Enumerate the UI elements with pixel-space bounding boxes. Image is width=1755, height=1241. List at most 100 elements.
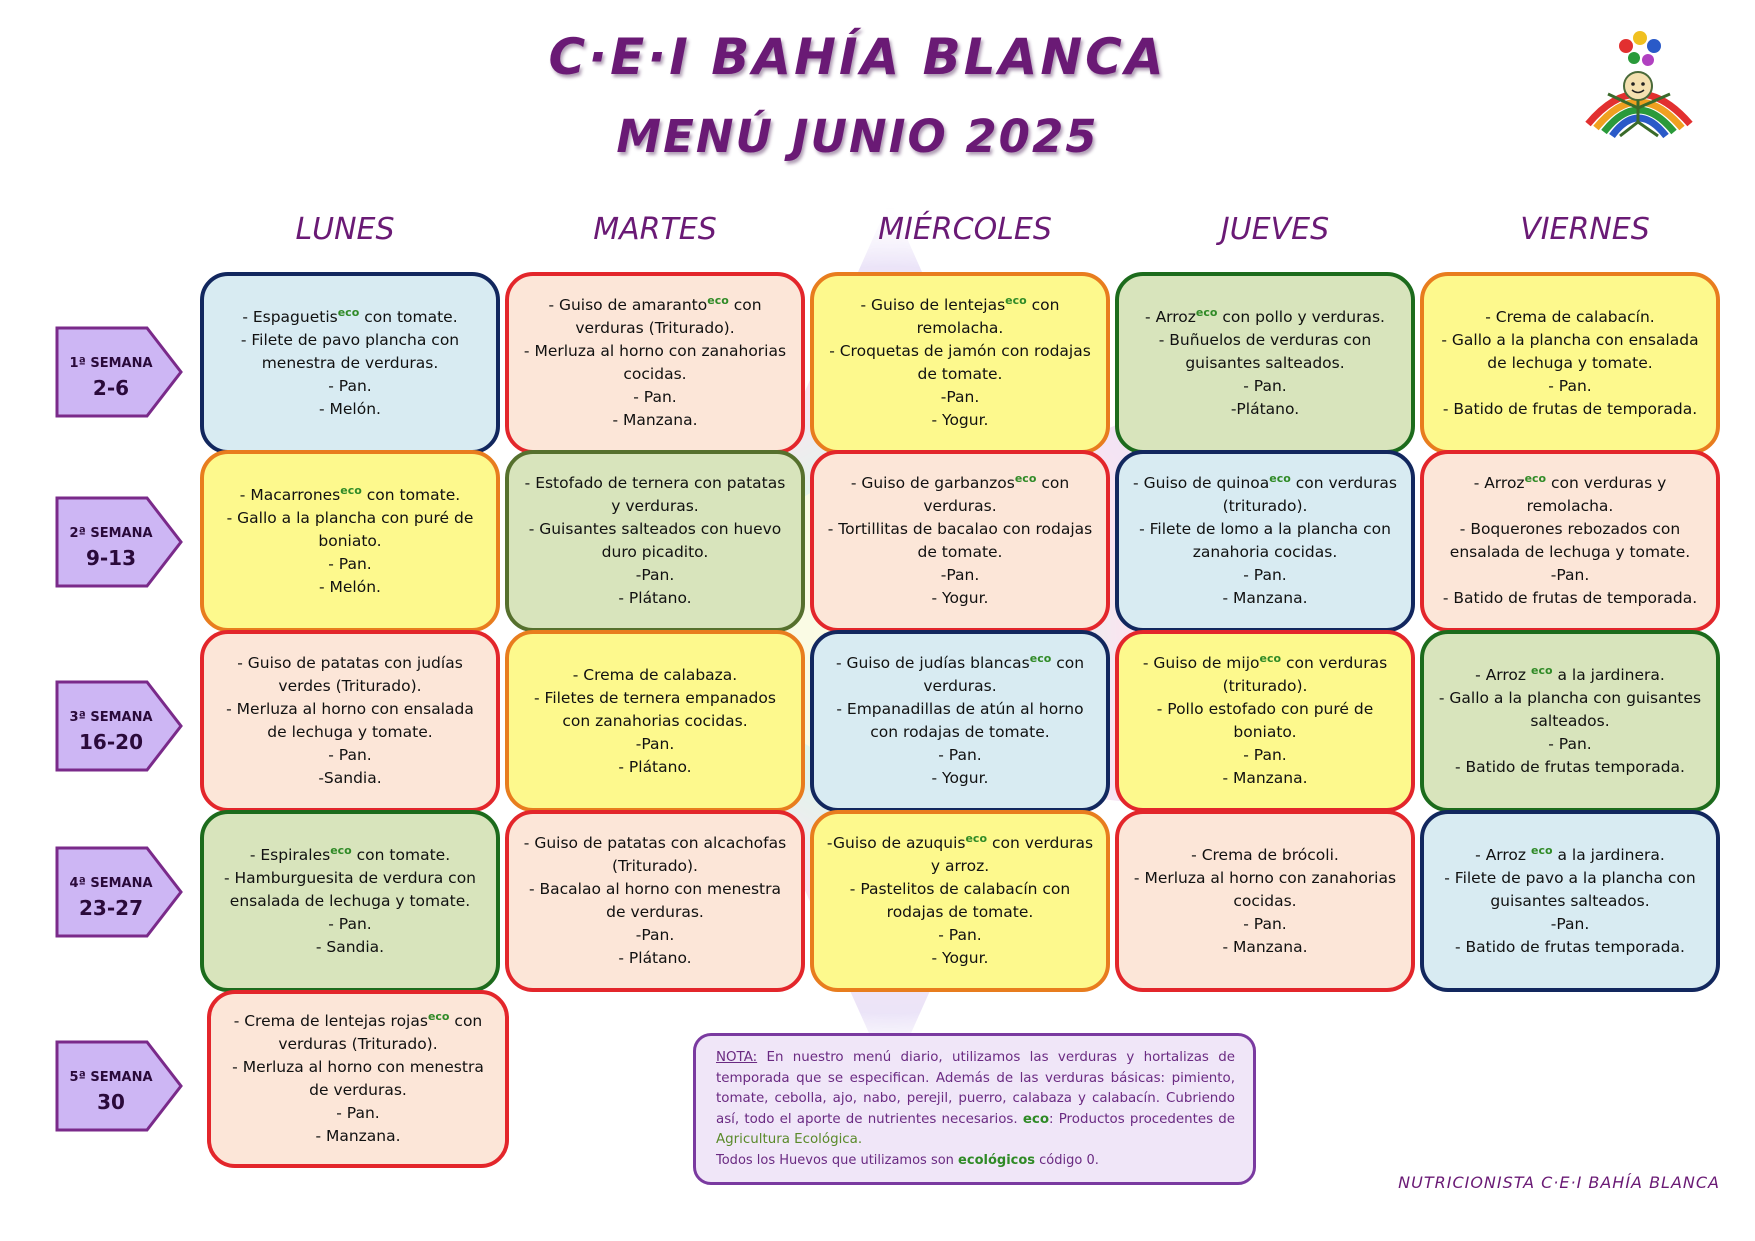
menu-cell-week5-lunes: - Crema de lentejas rojaseco con verdura… bbox=[207, 990, 509, 1168]
menu-item: - Manzana. bbox=[1222, 769, 1308, 787]
menu-item: - Gallo a la plancha con puré de boniato… bbox=[226, 508, 474, 550]
day-header-2: MIÉRCOLES bbox=[878, 212, 1052, 247]
menu-item: - Crema de calabacín. bbox=[1485, 307, 1655, 326]
menu-item: - Pan. bbox=[1243, 566, 1287, 584]
menu-item: - Yogur. bbox=[931, 589, 989, 607]
menu-item: - Manzana. bbox=[1222, 937, 1308, 956]
menu-item: - Batido de frutas temporada. bbox=[1455, 757, 1685, 776]
page-subtitle: MENÚ JUNIO 2025 bbox=[616, 110, 1099, 163]
eco-mark: eco bbox=[1269, 471, 1291, 485]
note-text: En nuestro menú diario, utilizamos las v… bbox=[716, 1050, 1235, 1127]
day-header-3: JUEVES bbox=[1220, 212, 1330, 247]
menu-item: - Arroz eco a la jardinera. bbox=[1475, 663, 1665, 684]
menu-item: - Guiso de lentejaseco con remolacha. bbox=[860, 293, 1060, 337]
menu-item: - Pan. bbox=[633, 388, 677, 406]
menu-item: - Tortillitas de bacalao con rodajas de … bbox=[827, 520, 1093, 561]
menu-item: -Plátano. bbox=[1230, 399, 1300, 418]
week-dates: 16-20 bbox=[79, 730, 143, 754]
eco-mark: eco bbox=[330, 843, 352, 857]
menu-item: - Plátano. bbox=[618, 757, 692, 776]
eco-mark: eco bbox=[340, 483, 362, 497]
menu-item: - Merluza al horno con zanahorias cocida… bbox=[1133, 868, 1397, 910]
menu-item: - Filete de lomo a la plancha con zanaho… bbox=[1139, 520, 1391, 561]
menu-item: - Pan. bbox=[1243, 914, 1287, 933]
menu-item: - Pan. bbox=[328, 914, 372, 933]
eco-mark: eco bbox=[1259, 651, 1282, 665]
menu-cell-week4-viernes: - Arroz eco a la jardinera.- Filete de p… bbox=[1420, 810, 1720, 992]
menu-item: - Filete de pavo plancha con menestra de… bbox=[240, 330, 460, 372]
menu-item: - Pan. bbox=[1548, 734, 1592, 753]
menu-item: - Plátano. bbox=[618, 589, 692, 607]
menu-cell-week2-miércoles: - Guiso de garbanzoseco con verduras. - T… bbox=[810, 450, 1110, 632]
menu-cell-week4-miércoles: -Guiso de azuquiseco con verduras y arro… bbox=[810, 810, 1110, 992]
menu-item: - Melón. bbox=[319, 399, 381, 418]
eco-mark: eco bbox=[1195, 305, 1218, 319]
menu-item: - Arrozeco con pollo y verduras. bbox=[1145, 305, 1385, 326]
menu-item: - Arrozeco con verduras y remolacha. bbox=[1473, 471, 1667, 515]
menu-item: - Yogur. bbox=[931, 769, 989, 787]
eco-mark: eco bbox=[1530, 843, 1553, 857]
menu-cell-week2-lunes: - Macarroneseco con tomate. - Gallo a la … bbox=[200, 450, 500, 632]
week-label-3: 3ª SEMANA 16-20 bbox=[55, 680, 183, 772]
menu-cell-week1-viernes: - Crema de calabacín. - Gallo a la planch… bbox=[1420, 272, 1720, 454]
menu-cell-week1-martes: - Guiso de amarantoeco con verduras (Tri… bbox=[505, 272, 805, 454]
menu-item: -Pan. bbox=[940, 388, 980, 406]
menu-item: - Pan. bbox=[1243, 746, 1287, 764]
menu-cell-week4-lunes: - Espiraleseco con tomate.- Hamburguesit… bbox=[200, 810, 500, 992]
menu-item: - Pan. bbox=[1243, 376, 1287, 395]
week-dates: 23-27 bbox=[79, 896, 143, 920]
menu-item: - Guiso de quinoaeco con verduras (tritu… bbox=[1133, 471, 1397, 515]
week-name: 1ª SEMANA bbox=[69, 356, 153, 371]
menu-item: - Guisantes salteados con huevo duro pic… bbox=[528, 520, 782, 561]
menu-item: - Gallo a la plancha con ensalada de lec… bbox=[1441, 330, 1699, 372]
menu-item: - Manzana. bbox=[1222, 589, 1308, 607]
note-eco-definition: : Productos procedentes de bbox=[1049, 1111, 1235, 1127]
menu-item: - Yogur. bbox=[931, 949, 989, 967]
menu-item: - Guiso de patatas con judías verdes (Tr… bbox=[237, 654, 463, 695]
eco-mark: eco bbox=[427, 1009, 450, 1023]
week-name: 2ª SEMANA bbox=[69, 526, 153, 541]
menu-item: - Croquetas de jamón con rodajas de toma… bbox=[829, 342, 1091, 383]
school-logo bbox=[1585, 31, 1693, 139]
menu-item: - Espaguetiseco con tomate. bbox=[242, 305, 458, 326]
menu-cell-week4-martes: - Guiso de patatas con alcachofas (Tritu… bbox=[505, 810, 805, 992]
menu-item: - Pastelitos de calabacín con rodajas de… bbox=[849, 880, 1071, 921]
week-arrow-shape bbox=[55, 680, 183, 772]
menu-item: - Pollo estofado con puré de boniato. bbox=[1156, 700, 1374, 741]
menu-item: -Guiso de azuquiseco con verduras y arro… bbox=[826, 831, 1094, 875]
week-name: 4ª SEMANA bbox=[69, 876, 153, 891]
week-name: 5ª SEMANA bbox=[69, 1070, 153, 1085]
menu-item: - Merluza al horno con menestra de verdu… bbox=[232, 1058, 484, 1099]
note-eco-source: Agricultura Ecológica. bbox=[716, 1132, 863, 1147]
menu-cell-week1-miércoles: - Guiso de lentejaseco con remolacha. - C… bbox=[810, 272, 1110, 454]
menu-item: -Pan. bbox=[1550, 566, 1590, 584]
week-label-5: 5ª SEMANA 30 bbox=[55, 1040, 183, 1132]
menu-item: - Macarroneseco con tomate. bbox=[239, 483, 461, 504]
menu-item: - Guiso de garbanzoseco con verduras. bbox=[850, 471, 1070, 515]
week-name: 3ª SEMANA bbox=[69, 710, 153, 725]
menu-item: - Crema de calabaza. bbox=[572, 665, 738, 684]
week-dates: 30 bbox=[97, 1090, 125, 1114]
eco-mark: eco bbox=[337, 305, 360, 319]
menu-item: - Guiso de mijoeco con verduras (tritura… bbox=[1142, 651, 1388, 695]
menu-cell-week2-martes: - Estofado de ternera con patatas y verd… bbox=[505, 450, 805, 632]
menu-item: - Estofado de ternera con patatas y verd… bbox=[524, 474, 786, 515]
menu-cell-week4-jueves: - Crema de brócoli.- Merluza al horno co… bbox=[1115, 810, 1415, 992]
menu-cell-week3-martes: - Crema de calabaza.- Filetes de ternera… bbox=[505, 630, 805, 812]
menu-item: - Gallo a la plancha con guisantes salte… bbox=[1438, 688, 1702, 730]
menu-item: -Pan. bbox=[635, 566, 675, 584]
menu-cell-week3-miércoles: - Guiso de judías blancaseco con verdura… bbox=[810, 630, 1110, 812]
day-header-1: MARTES bbox=[593, 212, 717, 247]
menu-cell-week1-lunes: - Espaguetiseco con tomate. - Filete de p… bbox=[200, 272, 500, 454]
menu-item: - Pan. bbox=[938, 926, 982, 944]
menu-item: - Manzana. bbox=[612, 411, 698, 429]
week-label-4: 4ª SEMANA 23-27 bbox=[55, 846, 183, 938]
menu-item: - Merluza al horno con zanahorias cocida… bbox=[523, 342, 787, 383]
menu-item: - Crema de lentejas rojaseco con verdura… bbox=[233, 1009, 483, 1053]
menu-cell-week3-viernes: - Arroz eco a la jardinera. - Gallo a la … bbox=[1420, 630, 1720, 812]
menu-item: - Boquerones rebozados con ensalada de l… bbox=[1449, 520, 1691, 561]
menu-item: -Pan. bbox=[635, 734, 675, 753]
menu-item: - Pan. bbox=[328, 746, 372, 764]
menu-item: -Sandia. bbox=[318, 769, 382, 787]
